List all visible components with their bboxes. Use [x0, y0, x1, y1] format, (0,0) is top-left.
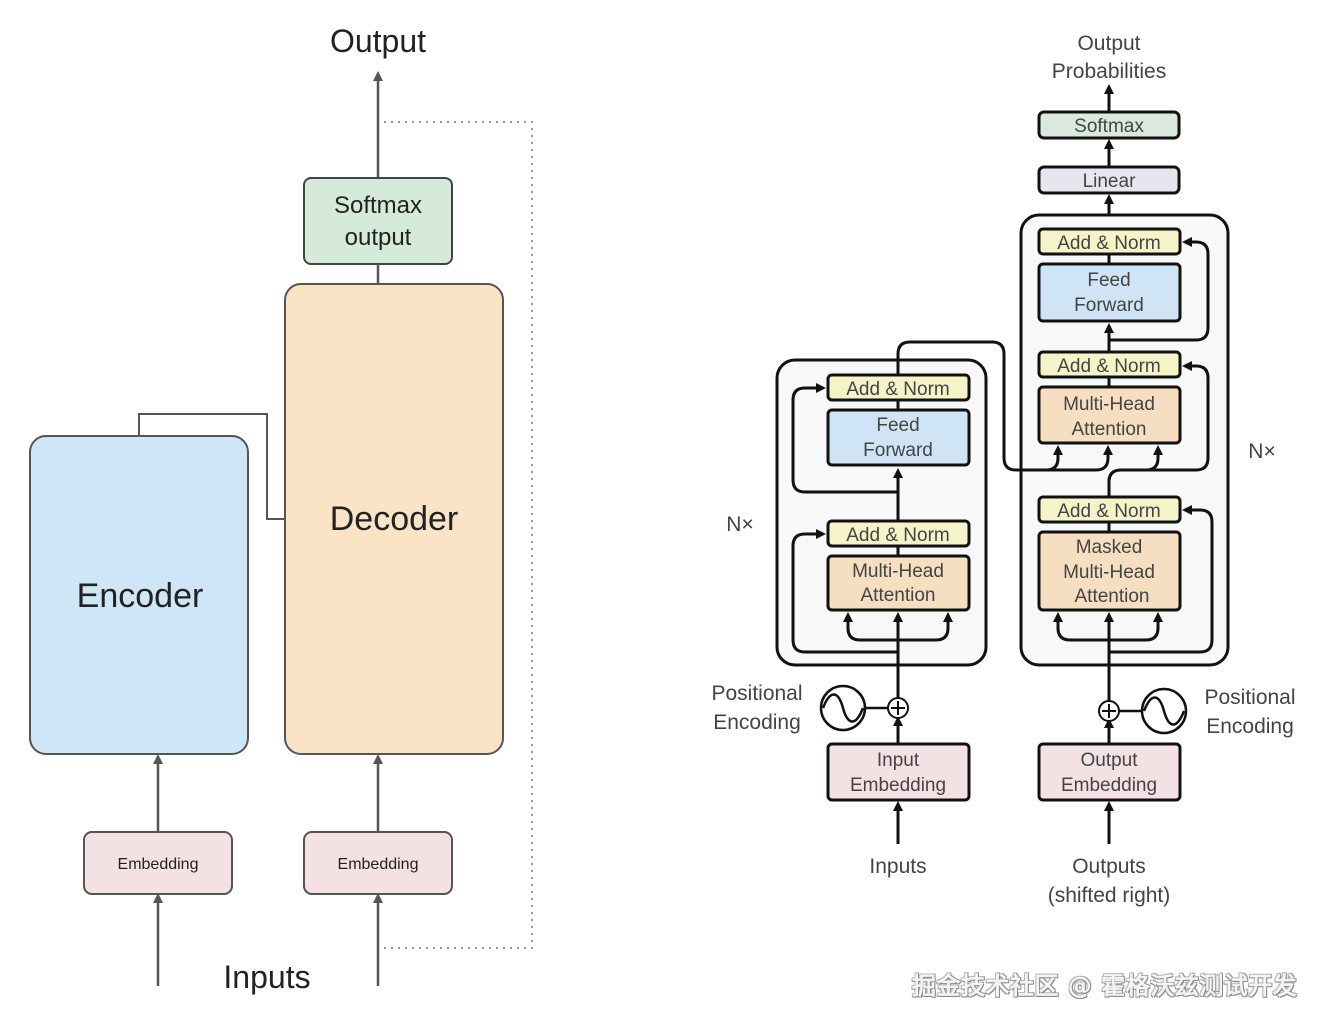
- enc-attn-split-left: [843, 612, 898, 642]
- dec-masked-split-left: [1053, 612, 1109, 642]
- dec-attention-line1: Multi-Head: [1063, 394, 1155, 415]
- output-embedding-line1: Output: [1080, 750, 1138, 771]
- output-embedding-line2: Embedding: [1061, 775, 1157, 796]
- dec-positional-line2: Encoding: [1206, 715, 1294, 738]
- encoder-stack-container: [775, 358, 988, 667]
- dec-add-norm-top-box: [1037, 227, 1182, 256]
- dec-residual-2: [1107, 366, 1210, 482]
- watermark-text: 掘金技术社区 @ 霍格沃兹测试开发: [912, 972, 1298, 1000]
- linear-label: Linear: [1083, 171, 1136, 192]
- input-embedding-line2: Embedding: [850, 775, 946, 796]
- dec-positional-line1: Positional: [1204, 686, 1295, 709]
- input-embedding-box: [826, 742, 971, 802]
- enc-attention-line2: Attention: [861, 585, 936, 606]
- right-inputs-label: Inputs: [869, 855, 926, 878]
- encoder-decoder-connector: [138, 413, 285, 520]
- encoder-embedding-label: Embedding: [118, 856, 199, 873]
- enc-attn-split-right: [898, 612, 953, 642]
- dec-ff-line2: Forward: [1074, 295, 1144, 316]
- enc-add-norm-top-label: Add & Norm: [846, 379, 949, 400]
- dec-add-norm-bottom-label: Add & Norm: [1057, 501, 1160, 522]
- outputs-label-line1: Outputs: [1072, 855, 1146, 878]
- encoder-nx-label: N×: [726, 513, 753, 536]
- dec-ff-line1: Feed: [1087, 270, 1130, 291]
- decoder-embedding-label: Embedding: [338, 856, 419, 873]
- softmax-label-line1: Softmax: [334, 192, 422, 219]
- right-softmax-label: Softmax: [1074, 116, 1144, 137]
- linear-box: [1037, 165, 1181, 195]
- decoder-nx-label: N×: [1248, 440, 1275, 463]
- dec-add-norm-top-label: Add & Norm: [1057, 233, 1160, 254]
- left-output-label: Output: [330, 23, 426, 59]
- dec-sine-wave-path: [1142, 696, 1186, 726]
- dec-masked-split-right: [1109, 612, 1163, 642]
- enc-attention-line1: Multi-Head: [852, 561, 944, 582]
- enc-ff-line2: Forward: [863, 440, 933, 461]
- dec-residual-1: [1109, 505, 1214, 654]
- dec-residual-3: [1109, 237, 1210, 342]
- output-probabilities-line1: Output: [1077, 32, 1140, 55]
- dec-attention-line2: Attention: [1072, 419, 1147, 440]
- left-inputs-label: Inputs: [223, 959, 310, 995]
- encoder-output-to-cross-attn-v: [1040, 445, 1113, 472]
- enc-residual-1: [791, 529, 898, 654]
- softmax-label-line2: output: [345, 224, 412, 251]
- dec-masked-line1: Masked: [1076, 537, 1143, 558]
- output-probabilities-line2: Probabilities: [1052, 60, 1166, 83]
- left-diagram: Output Softmax output Decoder Encoder Em…: [29, 23, 533, 995]
- dec-masked-line2: Multi-Head: [1063, 562, 1155, 583]
- enc-add-norm-bottom-label: Add & Norm: [846, 525, 949, 546]
- softmax-output-box: [303, 177, 453, 265]
- dec-add-norm-middle-label: Add & Norm: [1057, 356, 1160, 377]
- decoder-label: Decoder: [330, 500, 459, 538]
- output-embedding-box: [1037, 742, 1182, 802]
- encoder-label: Encoder: [77, 577, 204, 615]
- enc-residual-2: [791, 383, 898, 494]
- right-diagram: Output Probabilities Softmax Linear N× N…: [711, 32, 1295, 907]
- dec-masked-line3: Attention: [1075, 586, 1150, 607]
- enc-positional-line1: Positional: [711, 682, 802, 705]
- encoder-box: [29, 435, 249, 755]
- outputs-label-line2: (shifted right): [1048, 884, 1171, 907]
- enc-positional-line2: Encoding: [713, 711, 801, 734]
- right-softmax-box: [1037, 110, 1181, 140]
- feedback-dotted-line: [382, 121, 533, 949]
- enc-ff-line1: Feed: [876, 415, 919, 436]
- input-embedding-line1: Input: [877, 750, 920, 771]
- enc-sine-wave-path: [821, 693, 865, 723]
